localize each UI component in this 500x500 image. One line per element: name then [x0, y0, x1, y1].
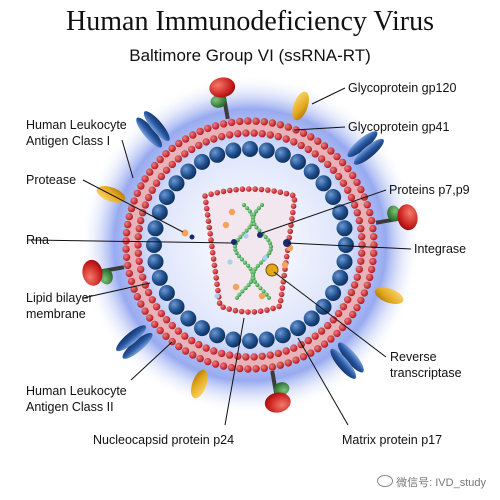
- labels: Glycoprotein gp120 Glycoprotein gp41 Hum…: [26, 81, 470, 447]
- label-hla2-line2: Antigen Class II: [26, 400, 114, 414]
- protease-protein: [181, 229, 189, 237]
- label-hla2-line1: Human Leukocyte: [26, 384, 127, 398]
- label-rna: Rna: [26, 233, 49, 247]
- label-protease: Protease: [26, 173, 76, 187]
- lipid-bilayer-membrane: [122, 117, 378, 373]
- label-gp41: Glycoprotein gp41: [348, 120, 450, 134]
- nucleocapsid-cone: [202, 186, 298, 315]
- watermark: 微信号: IVD_study: [377, 474, 486, 490]
- watermark-text: 微信号: IVD_study: [396, 477, 486, 489]
- integrase-protein: [283, 239, 291, 247]
- leader-lines: [31, 87, 412, 426]
- label-p24: Nucleocapsid protein p24: [93, 433, 234, 447]
- matrix-protein-ring: [146, 141, 354, 349]
- label-p7p9: Proteins p7,p9: [389, 183, 470, 197]
- diagram-subtitle: Baltimore Group VI (ssRNA-RT): [129, 46, 371, 65]
- label-rt-line2: transcriptase: [390, 366, 462, 380]
- label-rt-line1: Reverse: [390, 350, 437, 364]
- label-lipid-line2: membrane: [26, 307, 86, 321]
- label-hla1-line2: Antigen Class I: [26, 134, 110, 148]
- label-lipid-line1: Lipid bilayer: [26, 291, 93, 305]
- wechat-icon: [377, 475, 394, 487]
- label-hla1-line1: Human Leukocyte: [26, 118, 127, 132]
- protein-p7p9: [257, 232, 263, 238]
- diagram-title: Human Immunodeficiency Virus: [66, 6, 434, 37]
- label-p17: Matrix protein p17: [342, 433, 442, 447]
- surface-spikes: [82, 77, 418, 413]
- rna-dot: [231, 239, 237, 245]
- label-gp120: Glycoprotein gp120: [348, 81, 456, 95]
- label-integrase: Integrase: [414, 242, 466, 256]
